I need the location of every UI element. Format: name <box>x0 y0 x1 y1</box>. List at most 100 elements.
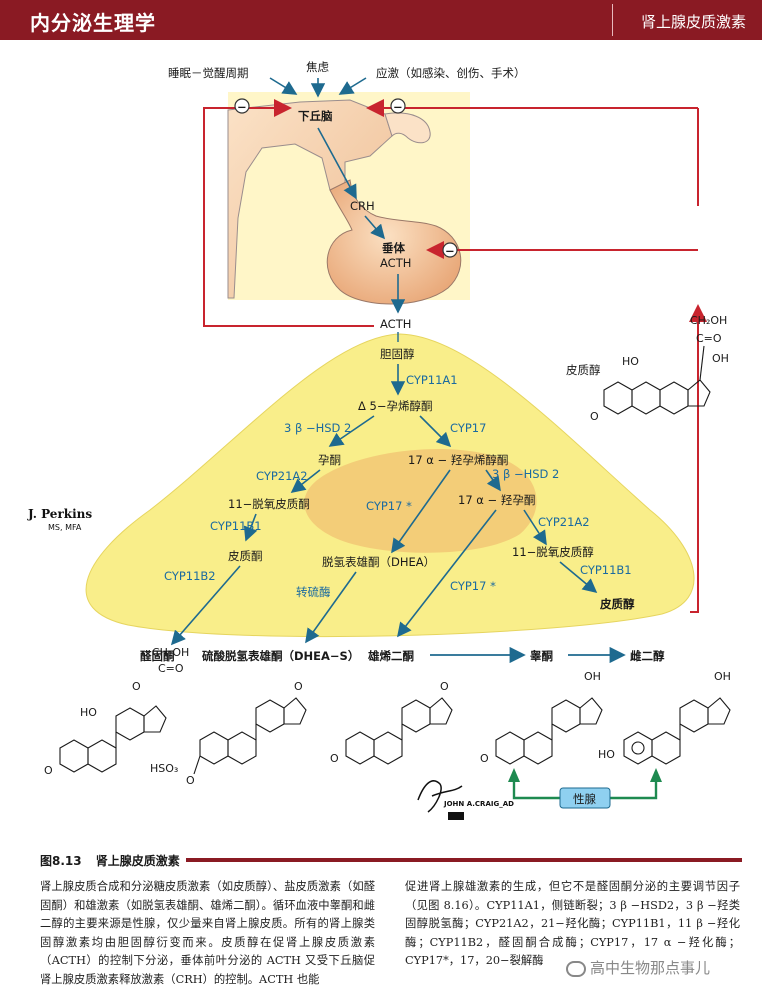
svg-text:O: O <box>440 680 449 693</box>
feedback-right: − − <box>366 98 707 613</box>
testosterone-structure: O OH <box>480 670 603 765</box>
enzyme-cyp17-top: CYP17 <box>450 421 486 435</box>
androstenedione-structure: O O <box>330 680 453 765</box>
label-gonad: 性腺 <box>573 792 596 806</box>
node-deoxycorticosterone: 11−脱氧皮质酮 <box>228 497 310 511</box>
label-crh: CRH <box>350 199 375 213</box>
label-anxiety: 焦虑 <box>306 60 329 74</box>
label-stress: 应激（如感染、创伤、手术） <box>376 66 526 80</box>
figure-title: 肾上腺皮质激素 <box>95 854 180 868</box>
svg-text:CH₂OH: CH₂OH <box>690 314 727 327</box>
svg-text:HO: HO <box>598 748 615 761</box>
figure-number: 图8.13 <box>40 854 82 868</box>
arrow-to-dheas <box>305 571 357 644</box>
svg-text:HSO₃: HSO₃ <box>150 762 178 775</box>
node-androstenedione: 雄烯二酮 <box>367 649 414 663</box>
arrow-to-dhea <box>391 469 451 554</box>
svg-text:O: O <box>480 752 489 765</box>
label-sleep-wake: 睡眠－觉醒周期 <box>168 66 249 80</box>
node-dhea: 脱氢表雄酮（DHEA） <box>322 555 435 569</box>
arrow-to-aldosterone <box>170 565 241 646</box>
svg-text:HO: HO <box>80 706 97 719</box>
node-progesterone: 孕酮 <box>318 453 341 467</box>
node-estradiol: 雌二醇 <box>630 649 665 663</box>
aldosterone-structure: O HO O CH₂OH C=O <box>44 646 189 777</box>
node-17oh-progesterone: 17 α − 羟孕酮 <box>458 493 535 507</box>
feedback-left: − <box>203 98 374 327</box>
header-left-title: 内分泌生理学 <box>30 11 156 35</box>
svg-text:HO: HO <box>622 355 639 368</box>
page-header: 内分泌生理学 肾上腺皮质激素 <box>0 0 762 40</box>
gonad-indicator: 性腺 <box>508 768 662 809</box>
node-corticosterone: 皮质酮 <box>228 549 263 563</box>
enzyme-3bhsd-right: 3 β −HSD 2 <box>492 467 559 481</box>
svg-text:CH₂OH: CH₂OH <box>152 646 189 659</box>
body-text-col2: 促进肾上腺雄激素的生成，但它不是醛固酮分泌的主要调节因子（见图 8.16）。CY… <box>405 880 740 967</box>
node-17oh-pregnenolone: 17 α − 羟孕烯醇酮 <box>408 453 508 467</box>
enzyme-3bhsd-left: 3 β −HSD 2 <box>284 421 351 435</box>
wechat-icon <box>566 960 586 977</box>
minus-sign-3: − <box>445 244 455 258</box>
svg-text:C=O: C=O <box>158 662 184 675</box>
figure-caption: 图8.13 肾上腺皮质激素 <box>40 852 740 869</box>
node-testosterone: 睾酮 <box>530 649 553 663</box>
node-cholesterol: 胆固醇 <box>380 347 415 361</box>
arrow-to-deoxycorticosterone <box>290 469 321 493</box>
enzyme-cyp11b2: CYP11B2 <box>164 569 216 583</box>
arrow-stress <box>338 77 367 95</box>
adrenal-hormone-diagram: 睡眠－觉醒周期 焦虑 应激（如感染、创伤、手术） 下丘脑 CRH 垂体 ACTH… <box>27 60 731 820</box>
svg-text:O: O <box>186 774 195 787</box>
cortisol-structure: 皮质醇 O HO OH CH₂OH C=O <box>566 314 729 423</box>
negative-feedback-icon-1 <box>234 98 250 114</box>
header-right-title: 肾上腺皮质激素 <box>640 13 746 31</box>
negative-feedback-icon-3 <box>442 242 458 258</box>
hypothalamus-pituitary-illustration <box>227 92 470 305</box>
estradiol-structure: HO OH <box>598 670 731 765</box>
label-pituitary: 垂体 <box>382 241 405 255</box>
dheas-structure: O HSO₃ O <box>150 680 307 787</box>
svg-text:O: O <box>132 680 141 693</box>
svg-text:O: O <box>590 410 599 423</box>
enzyme-cyp21a2-left: CYP21A2 <box>256 469 308 483</box>
signature-degree: MS, MFA <box>48 523 82 532</box>
enzyme-cyp11b1-left: CYP11B1 <box>210 519 262 533</box>
arrow-hypothalamus-to-crh <box>317 127 357 200</box>
arrow-to-cortisol <box>559 561 598 594</box>
header-separator <box>612 4 613 36</box>
node-pregnenolone: Δ 5−孕烯醇酮 <box>358 399 432 413</box>
arrow-to-corticosterone <box>243 513 258 542</box>
label-hypothalamus: 下丘脑 <box>298 109 333 123</box>
arrow-to-17oh-pregnenolone <box>419 415 452 448</box>
svg-text:OH: OH <box>584 670 601 683</box>
minus-sign-2: − <box>393 100 403 114</box>
signature-craig: JOHN A.CRAIG_AD <box>443 800 514 808</box>
enzyme-cyp17-star2: CYP17 * <box>450 579 496 593</box>
watermark: 高中生物那点事儿 <box>560 955 717 980</box>
arrow-to-progesterone <box>328 415 375 447</box>
minus-sign-1: − <box>237 100 247 114</box>
svg-text:O: O <box>294 680 303 693</box>
netter-signature-logo: JOHN A.CRAIG_AD <box>417 780 514 820</box>
caption-rule <box>186 858 742 862</box>
optic-chiasm <box>384 112 431 144</box>
svg-text:O: O <box>330 752 339 765</box>
label-acth-output: ACTH <box>380 317 411 331</box>
adrenal-inner-zone <box>304 448 537 553</box>
node-aldosterone: 醛固酮 <box>140 649 175 663</box>
signature-perkins: J. Perkins <box>27 507 92 521</box>
node-cortisol: 皮质醇 <box>599 597 635 611</box>
negative-feedback-icon-2 <box>390 98 406 114</box>
arrow-to-17oh-progesterone <box>485 469 501 492</box>
node-dheas: 硫酸脱氢表雄酮（DHEA−S） <box>202 649 359 663</box>
node-deoxycortisol: 11−脱氧皮质醇 <box>512 545 594 559</box>
enzyme-cyp11b1-right: CYP11B1 <box>580 563 632 577</box>
enzyme-sulfotransferase: 转硫酶 <box>296 585 331 599</box>
arrow-to-deoxycortisol <box>523 509 547 546</box>
arrow-to-androstenedione <box>397 509 497 638</box>
pituitary-gland <box>326 179 462 305</box>
label-acth-pituitary: ACTH <box>380 256 411 270</box>
label-cortisol-structure: 皮质醇 <box>566 363 601 377</box>
arrow-sleep <box>269 77 298 95</box>
body-text-col1: 肾上腺皮质合成和分泌糖皮质激素（如皮质醇）、盐皮质激素（如醛固酮）和雄激素（如脱… <box>40 880 375 986</box>
watermark-text: 高中生物那点事儿 <box>590 959 711 977</box>
